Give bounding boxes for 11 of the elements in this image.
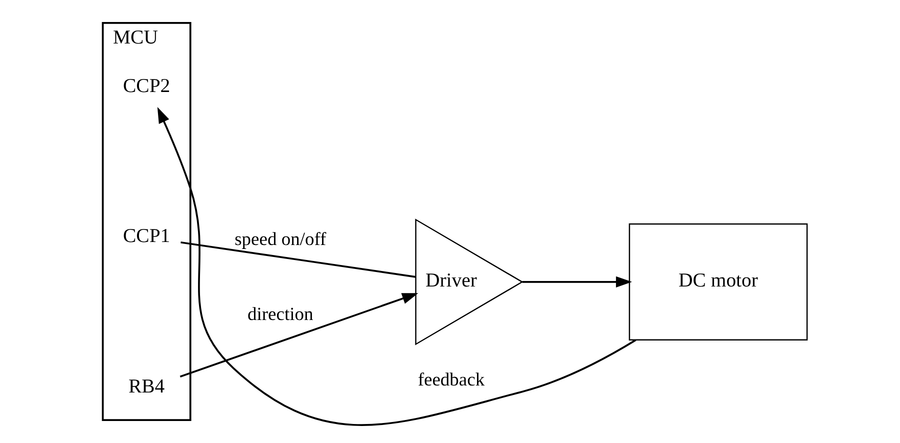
connector [180,241,416,278]
node-text: CCP1 [123,225,170,248]
node-box: DC motor [628,223,808,341]
arrow [157,107,636,426]
edge-label: direction [248,305,314,326]
edge-label: speed on/off [234,230,326,250]
edge-label: feedback [418,370,485,391]
arrow [180,293,418,378]
node-text: CCP2 [123,74,170,97]
arrow [522,276,632,288]
node-text: RB4 [128,376,165,398]
